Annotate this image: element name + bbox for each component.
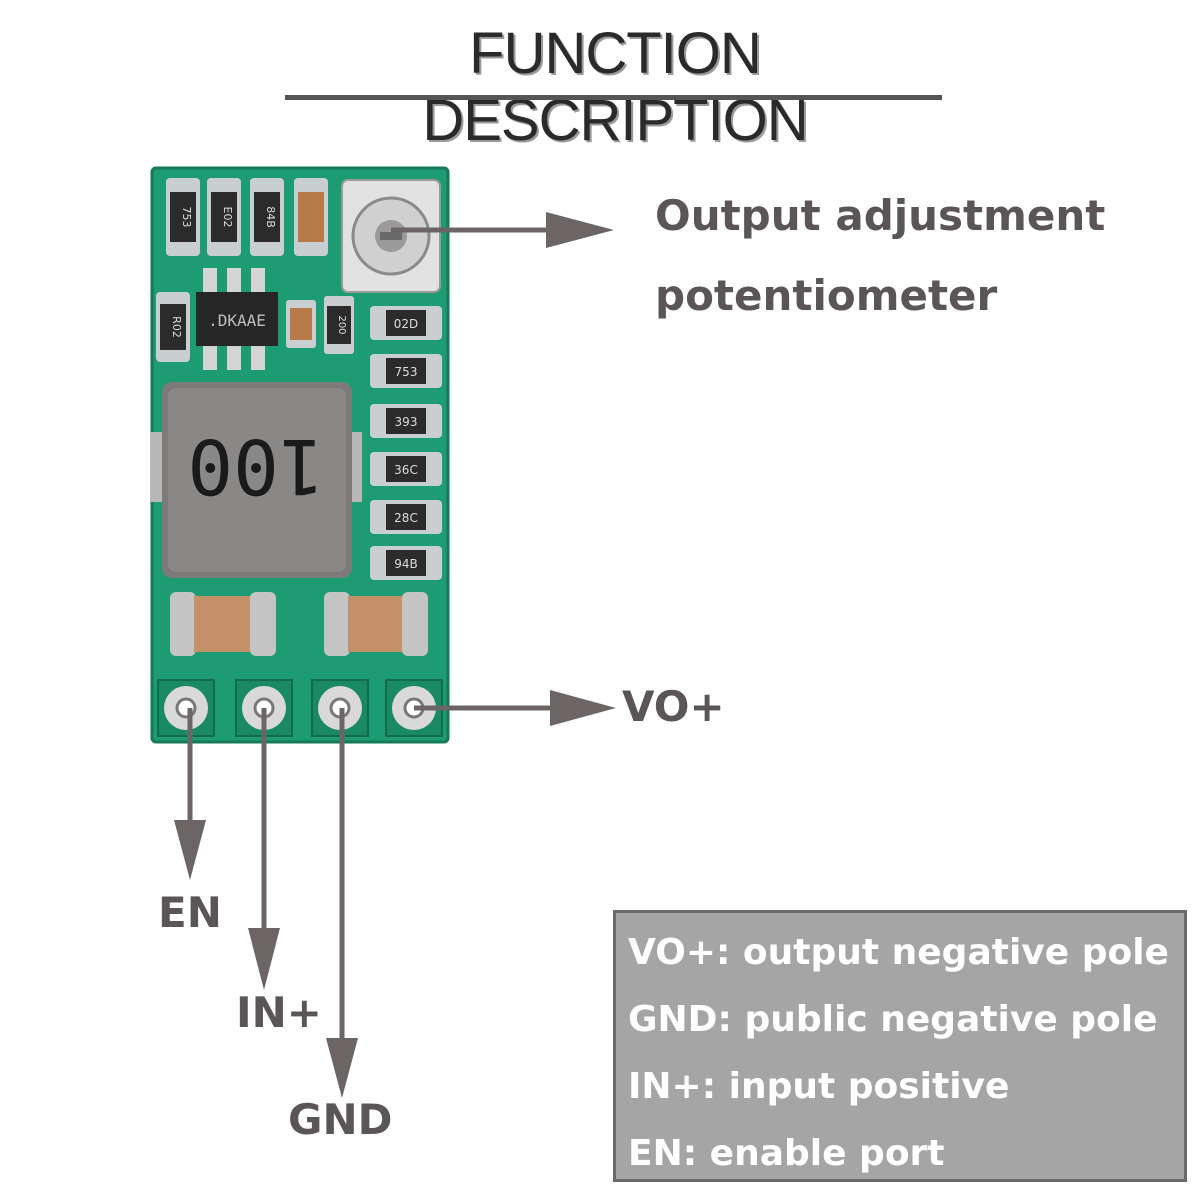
gnd-pin-label: GND xyxy=(288,1095,393,1144)
resistor-marking: 36C xyxy=(394,463,418,477)
resistor-marking: 84B xyxy=(264,206,277,228)
resistor-marking: 28C xyxy=(394,511,418,525)
resistor-marking: E02 xyxy=(221,207,234,228)
legend-line-gnd: GND: public negative pole xyxy=(628,999,1158,1040)
chip-marking: .DKAAE xyxy=(208,311,266,330)
potentiometer-label-line-1: Output adjustment xyxy=(655,191,1106,240)
potentiometer-arrow xyxy=(391,212,614,248)
in-arrow xyxy=(248,708,280,990)
vo-pin-label: VO+ xyxy=(622,682,725,731)
top-resistors: 753 E02 84B xyxy=(166,178,328,256)
gnd-arrow xyxy=(326,708,358,1098)
resistor-marking: 200 xyxy=(336,315,347,334)
resistor-marking: 94B xyxy=(394,557,418,571)
en-pin-label: EN xyxy=(158,888,222,937)
resistor-marking: R02 xyxy=(170,316,183,338)
resistor-marking: 753 xyxy=(180,207,193,228)
resistor-column: 02D 753 393 36C 28C 94B xyxy=(370,306,442,580)
in-pin-label: IN+ xyxy=(236,988,322,1037)
potentiometer-label: Output adjustment potentiometer xyxy=(655,176,1185,336)
legend-line-vo: VO+: output negative pole xyxy=(628,932,1169,973)
inductor-marking: 100 xyxy=(187,422,324,511)
resistor-marking: 02D xyxy=(394,317,419,331)
potentiometer-label-line-2: potentiometer xyxy=(655,271,998,320)
resistor-marking: 393 xyxy=(395,415,418,429)
arrows xyxy=(174,212,616,1098)
legend-box: VO+: output negative pole GND: public ne… xyxy=(613,910,1187,1182)
legend-line-in: IN+: input positive xyxy=(628,1066,1010,1107)
ic-chip: .DKAAE xyxy=(196,268,278,370)
en-arrow xyxy=(174,708,206,880)
vo-arrow xyxy=(414,690,616,726)
capacitors xyxy=(170,592,428,656)
legend-line-en: EN: enable port xyxy=(628,1133,945,1174)
pcb-board: 753 E02 84B .DKAAE xyxy=(150,166,450,744)
title-underline xyxy=(285,95,942,100)
inductor: 100 xyxy=(150,382,362,578)
resistor-marking: 753 xyxy=(395,365,418,379)
mid-components: R02 200 xyxy=(156,292,354,362)
potentiometer xyxy=(341,179,441,293)
